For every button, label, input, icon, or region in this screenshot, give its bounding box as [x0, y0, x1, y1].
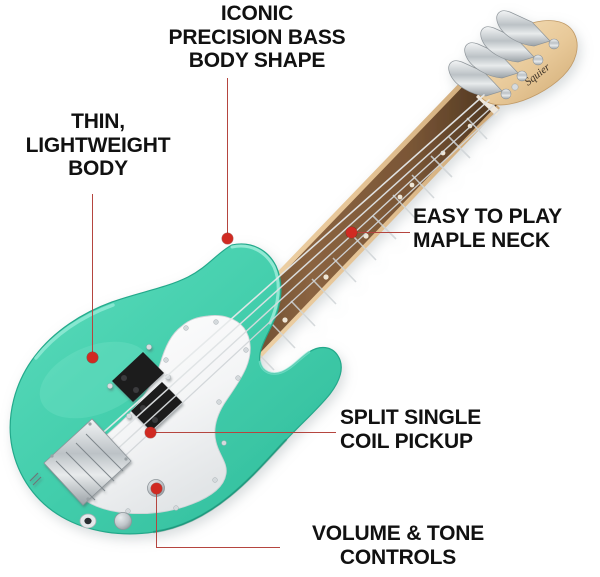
bass-body	[9, 243, 342, 535]
callout-label-thin-lightweight-body: THIN, LIGHTWEIGHT BODY	[25, 110, 171, 181]
leader-line-controls-horizontal	[155, 546, 280, 549]
callout-dot-thin-lightweight-body	[86, 351, 98, 363]
leader-line-thin-lightweight-body	[91, 194, 94, 358]
split-single-coil-pickup	[107, 344, 183, 432]
bridge	[29, 418, 132, 506]
callout-dot-split-single-coil-pickup	[144, 426, 156, 438]
callout-label-maple-neck: EASY TO PLAY MAPLE NECK	[413, 205, 562, 252]
tone-knob	[114, 512, 132, 530]
callout-label-volume-tone-controls: VOLUME & TONE CONTROLS	[311, 522, 485, 569]
leader-line-controls-vertical	[155, 490, 158, 547]
output-jack	[79, 513, 97, 529]
leader-line-iconic-body-shape	[226, 78, 229, 239]
callout-dot-volume-tone-controls	[150, 482, 162, 494]
leader-line-split-single-coil-pickup	[150, 431, 336, 434]
pickguard	[71, 315, 251, 515]
callout-label-iconic-body-shape: ICONIC PRECISION BASS BODY SHAPE	[168, 2, 346, 73]
headstock: Squier	[448, 10, 578, 106]
headstock-brand-logo: Squier	[522, 61, 553, 89]
callout-label-split-single-coil-pickup: SPLIT SINGLE COIL PICKUP	[340, 406, 482, 453]
callout-dot-iconic-body-shape	[221, 232, 233, 244]
callout-dot-maple-neck	[345, 226, 357, 238]
leader-line-maple-neck	[351, 231, 410, 234]
tuning-machines	[448, 10, 551, 97]
